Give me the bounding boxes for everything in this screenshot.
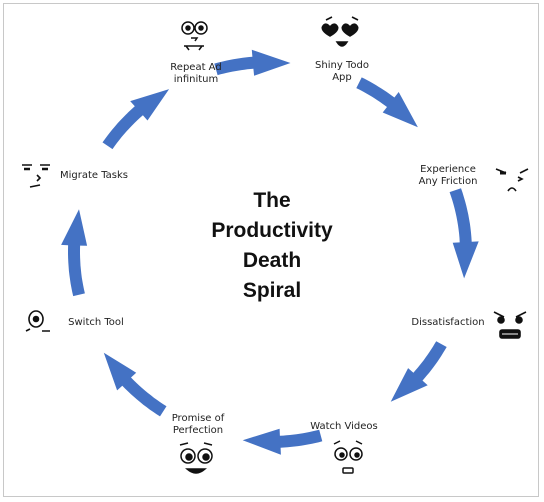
cycle-arrow-1 — [214, 49, 291, 76]
stage-label-dissatisfaction: Dissatisfaction — [411, 317, 485, 328]
diagram-title: The Productivity Death Spiral — [172, 186, 372, 306]
diagram-frame — [3, 3, 539, 497]
cycle-arrow-3 — [449, 188, 479, 279]
bored-face-icon — [22, 164, 50, 188]
cycle-arrow-7 — [61, 209, 88, 297]
curious-face-icon — [333, 440, 363, 474]
cycle-arrow-6 — [103, 352, 167, 417]
title-line: Spiral — [242, 279, 302, 302]
stage-label-migrate: Migrate Tasks — [59, 170, 129, 181]
stage-label-shiny: Shiny Todo App — [315, 60, 369, 83]
angry-face-icon — [493, 311, 527, 339]
stage-label-promise: Promise of Perfection — [171, 413, 225, 436]
cycle-arrow-5 — [242, 428, 323, 455]
cycle-arrows — [61, 49, 479, 455]
excited-face-icon — [179, 442, 213, 474]
stage-label-switch: Switch Tool — [68, 317, 124, 328]
dizzy-face-icon — [181, 21, 208, 51]
annoyed-face-icon — [495, 168, 529, 192]
stage-label-repeat: Repeat Ad infinitum — [170, 62, 222, 85]
cycle-arrow-8 — [102, 89, 170, 150]
cyclops-face-icon — [25, 310, 50, 332]
heart-eyes-face-icon — [321, 16, 359, 47]
cycle-arrow-2 — [356, 77, 418, 128]
title-line: The — [253, 189, 291, 212]
stage-label-friction: Experience Any Friction — [418, 164, 478, 187]
stage-label-videos: Watch Videos — [310, 421, 378, 432]
title-line: Death — [242, 249, 302, 272]
title-line: Productivity — [211, 219, 333, 242]
cycle-arrow-4 — [390, 341, 447, 402]
